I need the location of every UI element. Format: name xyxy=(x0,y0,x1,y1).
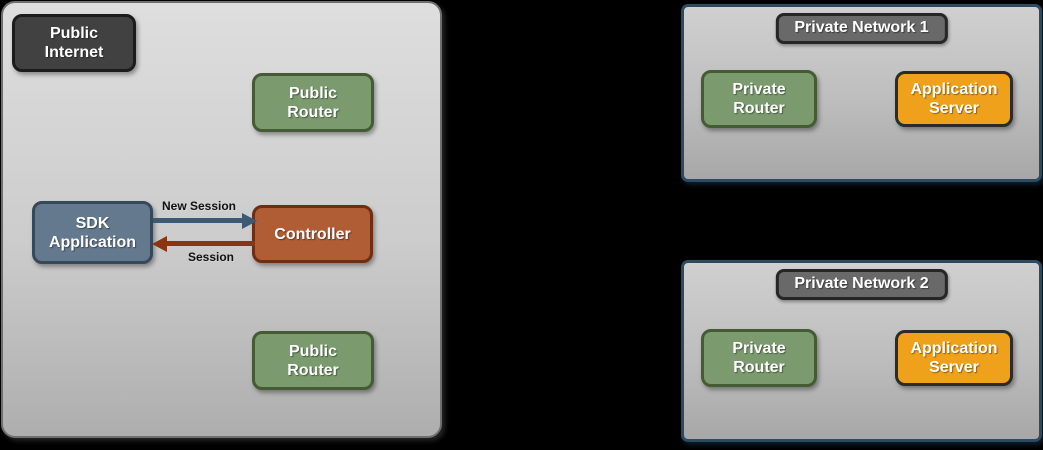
private-network-1-router-node: Private Router xyxy=(701,70,817,128)
private-network-1-server-node: Application Server xyxy=(895,71,1013,127)
private-network-1-server-label: Application Server xyxy=(910,81,998,117)
private-network-2-container: Private Network 2 Private Router Applica… xyxy=(681,260,1042,442)
private-network-2-router-label: Private Router xyxy=(732,340,786,376)
private-network-1-container: Private Network 1 Private Router Applica… xyxy=(681,4,1042,182)
session-arrow xyxy=(167,241,255,246)
public-internet-label-box: Public Internet xyxy=(12,14,136,72)
session-arrowhead xyxy=(152,236,167,252)
public-router-top-label: Public Router xyxy=(287,84,339,121)
public-router-top-node: Public Router xyxy=(252,73,374,132)
public-internet-label: Public Internet xyxy=(44,25,104,61)
controller-node: Controller xyxy=(252,205,373,263)
public-router-bottom-label: Public Router xyxy=(287,342,339,379)
new-session-arrow xyxy=(153,218,243,223)
private-network-2-router-node: Private Router xyxy=(701,329,817,387)
private-network-1-router-label: Private Router xyxy=(732,81,786,117)
private-network-1-title: Private Network 1 xyxy=(775,13,948,44)
new-session-arrowhead xyxy=(242,213,257,229)
new-session-arrow-label: New Session xyxy=(161,199,237,213)
private-network-2-server-node: Application Server xyxy=(895,330,1013,386)
session-arrow-label: Session xyxy=(187,250,235,264)
private-network-2-title: Private Network 2 xyxy=(775,269,948,300)
public-router-bottom-node: Public Router xyxy=(252,331,374,390)
private-network-2-server-label: Application Server xyxy=(910,340,998,376)
public-internet-zone: Public Internet Public Router SDK Applic… xyxy=(1,1,442,438)
sdk-application-node: SDK Application xyxy=(32,201,153,264)
sdk-application-label: SDK Application xyxy=(48,214,137,251)
controller-label: Controller xyxy=(274,225,351,243)
